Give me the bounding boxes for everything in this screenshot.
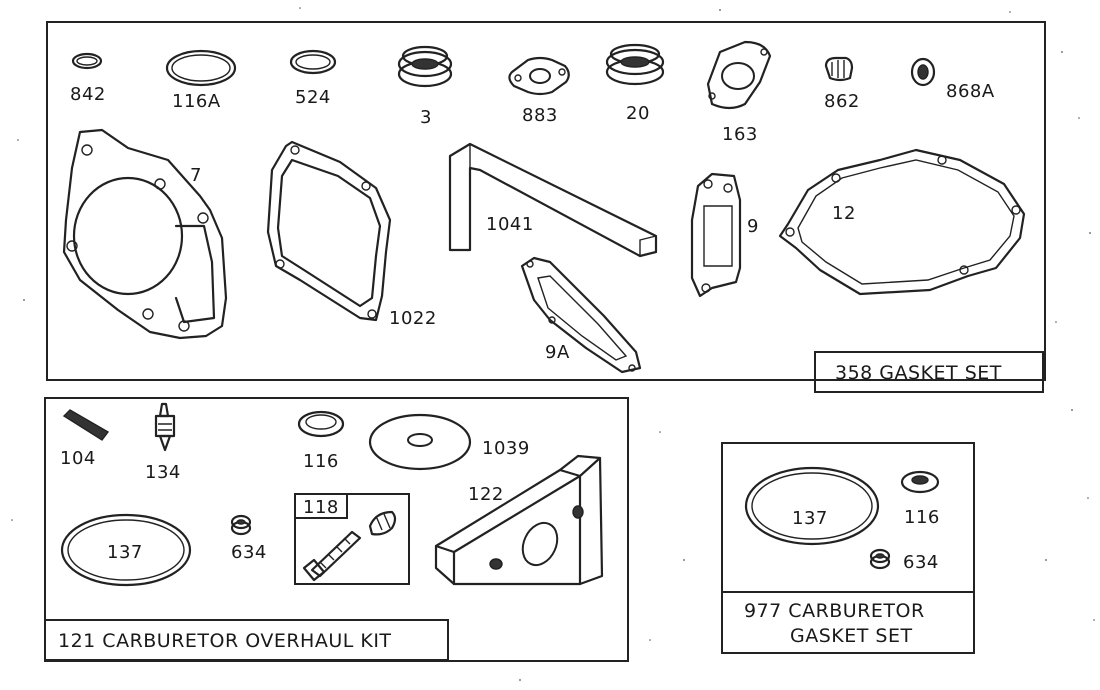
label-134: 134 [145, 462, 181, 483]
part-116-gasket-set-washer [900, 470, 940, 494]
label-163: 163 [722, 124, 758, 145]
part-862-plug [824, 56, 854, 82]
label-116b: 116 [904, 507, 940, 528]
part-116a-oring [165, 49, 237, 87]
label-868a: 868A [946, 81, 995, 102]
label-9a: 9A [545, 342, 570, 363]
label-1041: 1041 [486, 214, 534, 235]
label-883: 883 [522, 105, 558, 126]
part-122-spacer [434, 454, 604, 586]
label-634: 634 [231, 542, 267, 563]
part-137-gasket-set-ring [744, 466, 880, 546]
label-842: 842 [70, 84, 106, 105]
part-118-screw-set [294, 493, 410, 585]
label-137: 137 [107, 542, 143, 563]
gasket-set-title: 358 GASKET SET [835, 362, 1002, 384]
part-3-oil-seal [397, 45, 453, 88]
label-116: 116 [303, 451, 339, 472]
label-137b: 137 [792, 508, 828, 529]
label-9: 9 [747, 216, 759, 237]
carb-gasket-set-title-line2: GASKET SET [790, 625, 913, 647]
part-868a-washer [910, 57, 936, 87]
label-634b: 634 [903, 552, 939, 573]
label-104: 104 [60, 448, 96, 469]
label-3: 3 [420, 107, 432, 128]
label-12: 12 [832, 203, 856, 224]
part-842-oring [71, 52, 103, 70]
scan-noise [11, 7, 1095, 681]
label-122: 122 [468, 484, 504, 505]
part-883-flange-gasket [508, 56, 570, 96]
part-634-washer [230, 514, 252, 536]
part-524-oring [289, 49, 337, 75]
label-1039: 1039 [482, 438, 530, 459]
overhaul-kit-title-box [44, 619, 449, 661]
part-1039-diaphragm [368, 413, 472, 471]
carb-gasket-set-frame [721, 442, 975, 654]
part-9a-gasket [520, 256, 642, 374]
part-12-crankcase-gasket [778, 148, 1026, 296]
part-134-needle [154, 402, 176, 452]
label-20: 20 [626, 103, 650, 124]
part-1041-strip [448, 142, 658, 258]
label-7: 7 [190, 165, 202, 186]
label-118: 118 [303, 497, 339, 518]
part-9-gasket [690, 172, 742, 298]
part-1022-gasket [266, 140, 392, 322]
part-7-head-gasket [62, 128, 228, 340]
label-116a: 116A [172, 91, 221, 112]
gasket-set-title-box [814, 351, 1044, 393]
label-1022: 1022 [389, 308, 437, 329]
overhaul-kit-title: 121 CARBURETOR OVERHAUL KIT [58, 630, 392, 652]
carb-gasket-set-title-line1: 977 CARBURETOR [744, 600, 925, 622]
part-163-gasket [706, 40, 772, 110]
part-104-pin [62, 409, 110, 441]
label-524: 524 [295, 87, 331, 108]
part-634-gasket-set-washer [869, 548, 891, 570]
part-116-washer [297, 410, 345, 438]
part-20-oil-seal [605, 43, 665, 86]
gasket-set-frame [46, 21, 1046, 381]
label-862: 862 [824, 91, 860, 112]
part-137-gasket [60, 513, 192, 587]
